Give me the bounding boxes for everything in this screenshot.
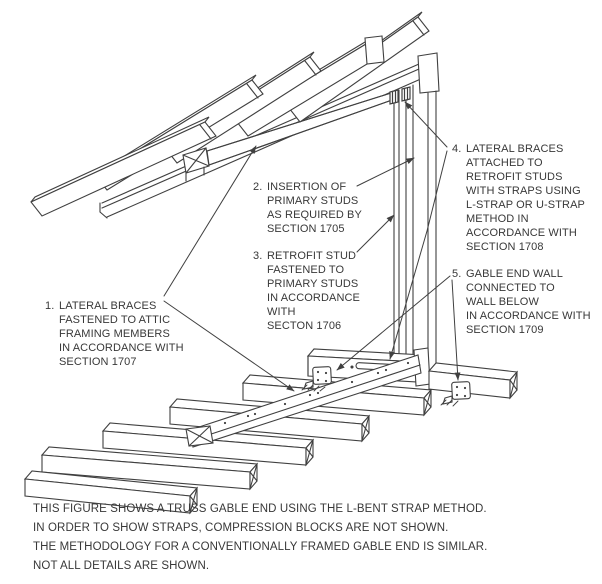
- gable-studs: [393, 84, 414, 363]
- roof-rafters: [30, 11, 430, 217]
- wall-below-bar: [427, 362, 519, 400]
- caption-line-4: NOT ALL DETAILS ARE SHOWN.: [33, 560, 210, 572]
- leader-lines: [163, 101, 461, 392]
- roof-brace-end-block: [182, 147, 210, 182]
- note-3-text: RETROFIT STUD FASTENED TO PRIMARY STUDS …: [267, 250, 360, 332]
- note-4-text: LATERAL BRACES ATTACHED TO RETROFIT STUD…: [466, 143, 585, 253]
- top-straps: [389, 86, 411, 105]
- joist-4: [40, 446, 259, 491]
- caption-line-1: THIS FIGURE SHOWS A TRUSS GABLE END USIN…: [33, 503, 487, 515]
- note-2-number: 2.: [253, 181, 263, 193]
- note-5-number: 5.: [452, 268, 462, 280]
- note-2-text: INSERTION OF PRIMARY STUDS AS REQUIRED B…: [267, 181, 362, 235]
- note-1-number: 1.: [45, 300, 55, 312]
- joist-5: [23, 470, 199, 515]
- leader-note1-roof-brace: [163, 145, 257, 297]
- leader-note1-floor-brace: [163, 300, 295, 392]
- caption-line-2: IN ORDER TO SHOW STRAPS, COMPRESSION BLO…: [33, 522, 449, 534]
- figure-caption: THIS FIGURE SHOWS A TRUSS GABLE END USIN…: [33, 500, 487, 576]
- leader-note4-bottom-brace: [389, 150, 448, 360]
- note-3-number: 3.: [253, 250, 263, 262]
- gable-peak-post: [417, 52, 440, 381]
- leader-note5-right-strap: [451, 279, 461, 381]
- note-3: 3. RETROFIT STUD FASTENED TO PRIMARY STU…: [253, 249, 360, 333]
- leader-note3-retrofit-stud: [356, 214, 395, 253]
- note-4: 4. LATERAL BRACES ATTACHED TO RETROFIT S…: [452, 142, 585, 254]
- note-1: 1. LATERAL BRACES FASTENED TO ATTIC FRAM…: [45, 299, 184, 369]
- note-1-text: LATERAL BRACES FASTENED TO ATTIC FRAMING…: [59, 300, 184, 368]
- rafter-1: [30, 116, 217, 217]
- leader-note4-top-strap: [404, 101, 448, 148]
- brace-nail-dots: [223, 361, 410, 425]
- note-5-text: GABLE END WALL CONNECTED TO WALL BELOW I…: [466, 268, 591, 336]
- leader-note5-left-strap: [336, 275, 451, 371]
- wall-hatch-right: [440, 399, 459, 407]
- caption-line-3: THE METHODOLOGY FOR A CONVENTIONALLY FRA…: [33, 541, 488, 553]
- wall-hatch-left: [301, 384, 326, 392]
- leader-note2-primary-stud: [356, 157, 415, 187]
- note-5: 5. GABLE END WALL CONNECTED TO WALL BELO…: [452, 267, 591, 337]
- strap-right: [440, 381, 471, 407]
- floor-lateral-brace: [185, 354, 422, 448]
- note-4-number: 4.: [452, 143, 462, 155]
- strap-left: [301, 366, 332, 392]
- ceiling-joists: [23, 374, 433, 515]
- note-2: 2. INSERTION OF PRIMARY STUDS AS REQUIRE…: [253, 180, 362, 236]
